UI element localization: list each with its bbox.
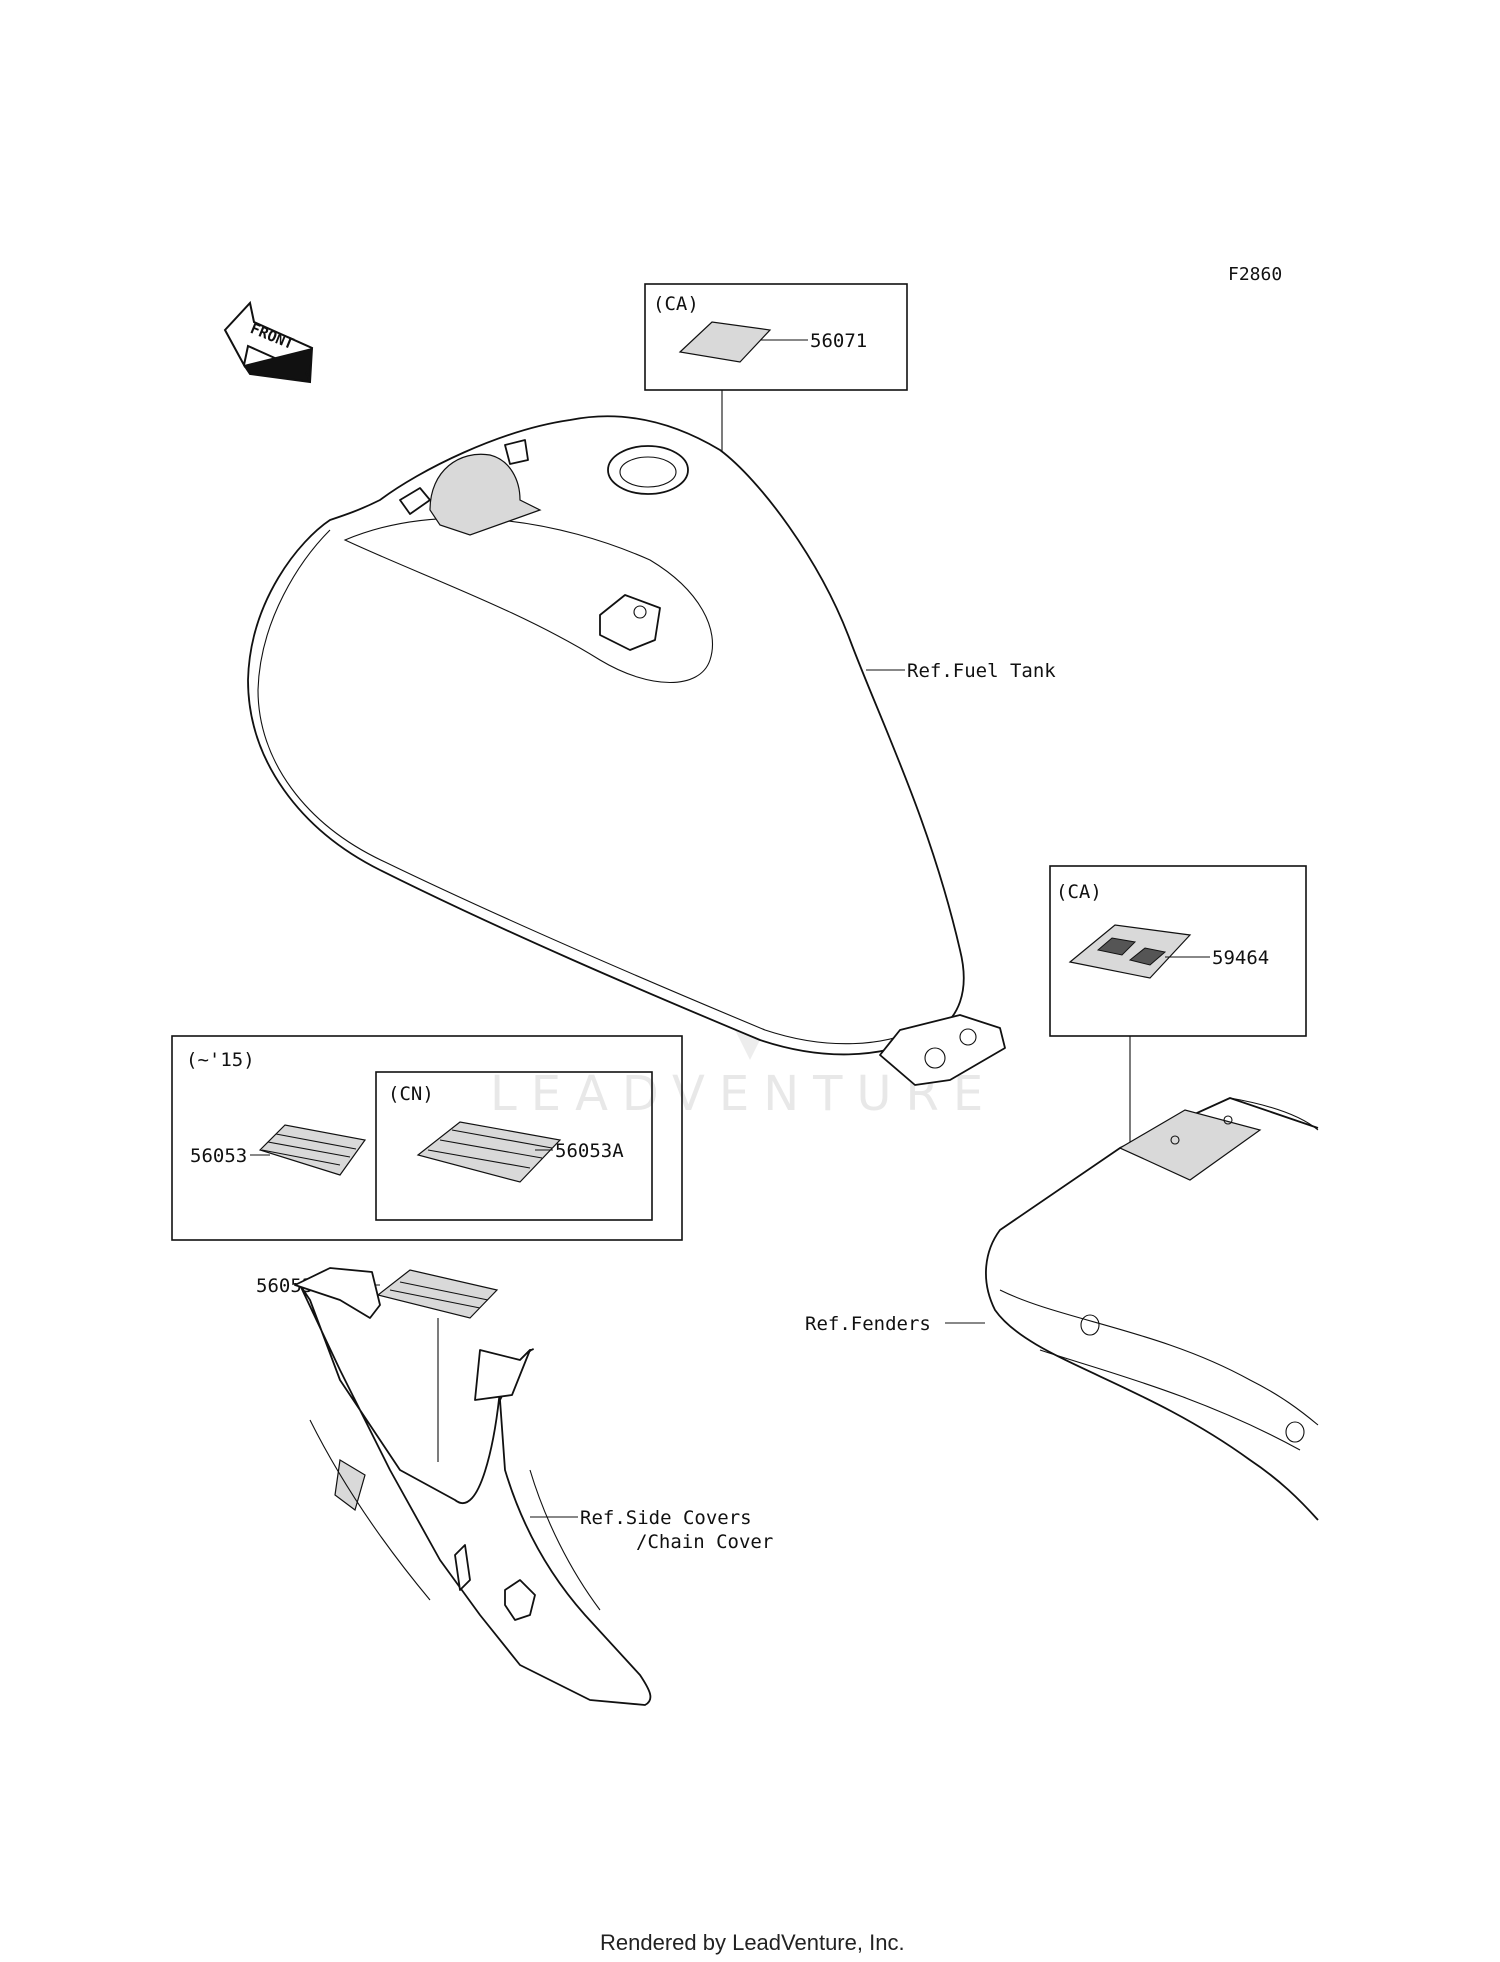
box-ca-right: (CA) 59464 xyxy=(1049,865,1307,1150)
part-56053: 56053 xyxy=(190,1145,247,1167)
box-year: (~'15) 56053 (CN) 56053A xyxy=(171,1035,683,1241)
box-ca-top-title: (CA) xyxy=(653,293,699,315)
box-ca-top: (CA) 56071 xyxy=(644,283,908,532)
box-cn-title: (CN) xyxy=(388,1083,434,1105)
footer-credit: Rendered by LeadVenture, Inc. xyxy=(600,1930,905,1955)
ref-chain-cover: /Chain Cover xyxy=(636,1531,773,1553)
fuel-tank-icon xyxy=(247,415,1006,1086)
ref-side-covers: Ref.Side Covers xyxy=(580,1507,752,1529)
label-decal-icon xyxy=(678,321,772,363)
ref-fenders: Ref.Fenders xyxy=(805,1313,931,1335)
side-cover-icon xyxy=(294,1267,652,1706)
label-decal-icon xyxy=(258,1124,367,1176)
part-59464: 59464 xyxy=(1212,947,1269,969)
label-decal-icon xyxy=(416,1121,562,1183)
label-decal-icon xyxy=(1068,924,1192,979)
rear-fender-icon xyxy=(985,1097,1319,1521)
box-cn: (CN) 56053A xyxy=(375,1071,653,1221)
watermark-text: LEADVENTURE xyxy=(490,1066,997,1122)
figure-code: F2860 xyxy=(1228,264,1282,285)
box-year-title: (~'15) xyxy=(186,1049,255,1071)
box-ca-right-title: (CA) xyxy=(1056,881,1102,903)
part-56071: 56071 xyxy=(810,330,867,352)
part-56053a: 56053A xyxy=(555,1140,624,1162)
ref-fuel-tank: Ref.Fuel Tank xyxy=(907,660,1056,682)
front-arrow-icon: FRONT xyxy=(223,300,314,384)
label-decal-icon xyxy=(376,1269,499,1319)
